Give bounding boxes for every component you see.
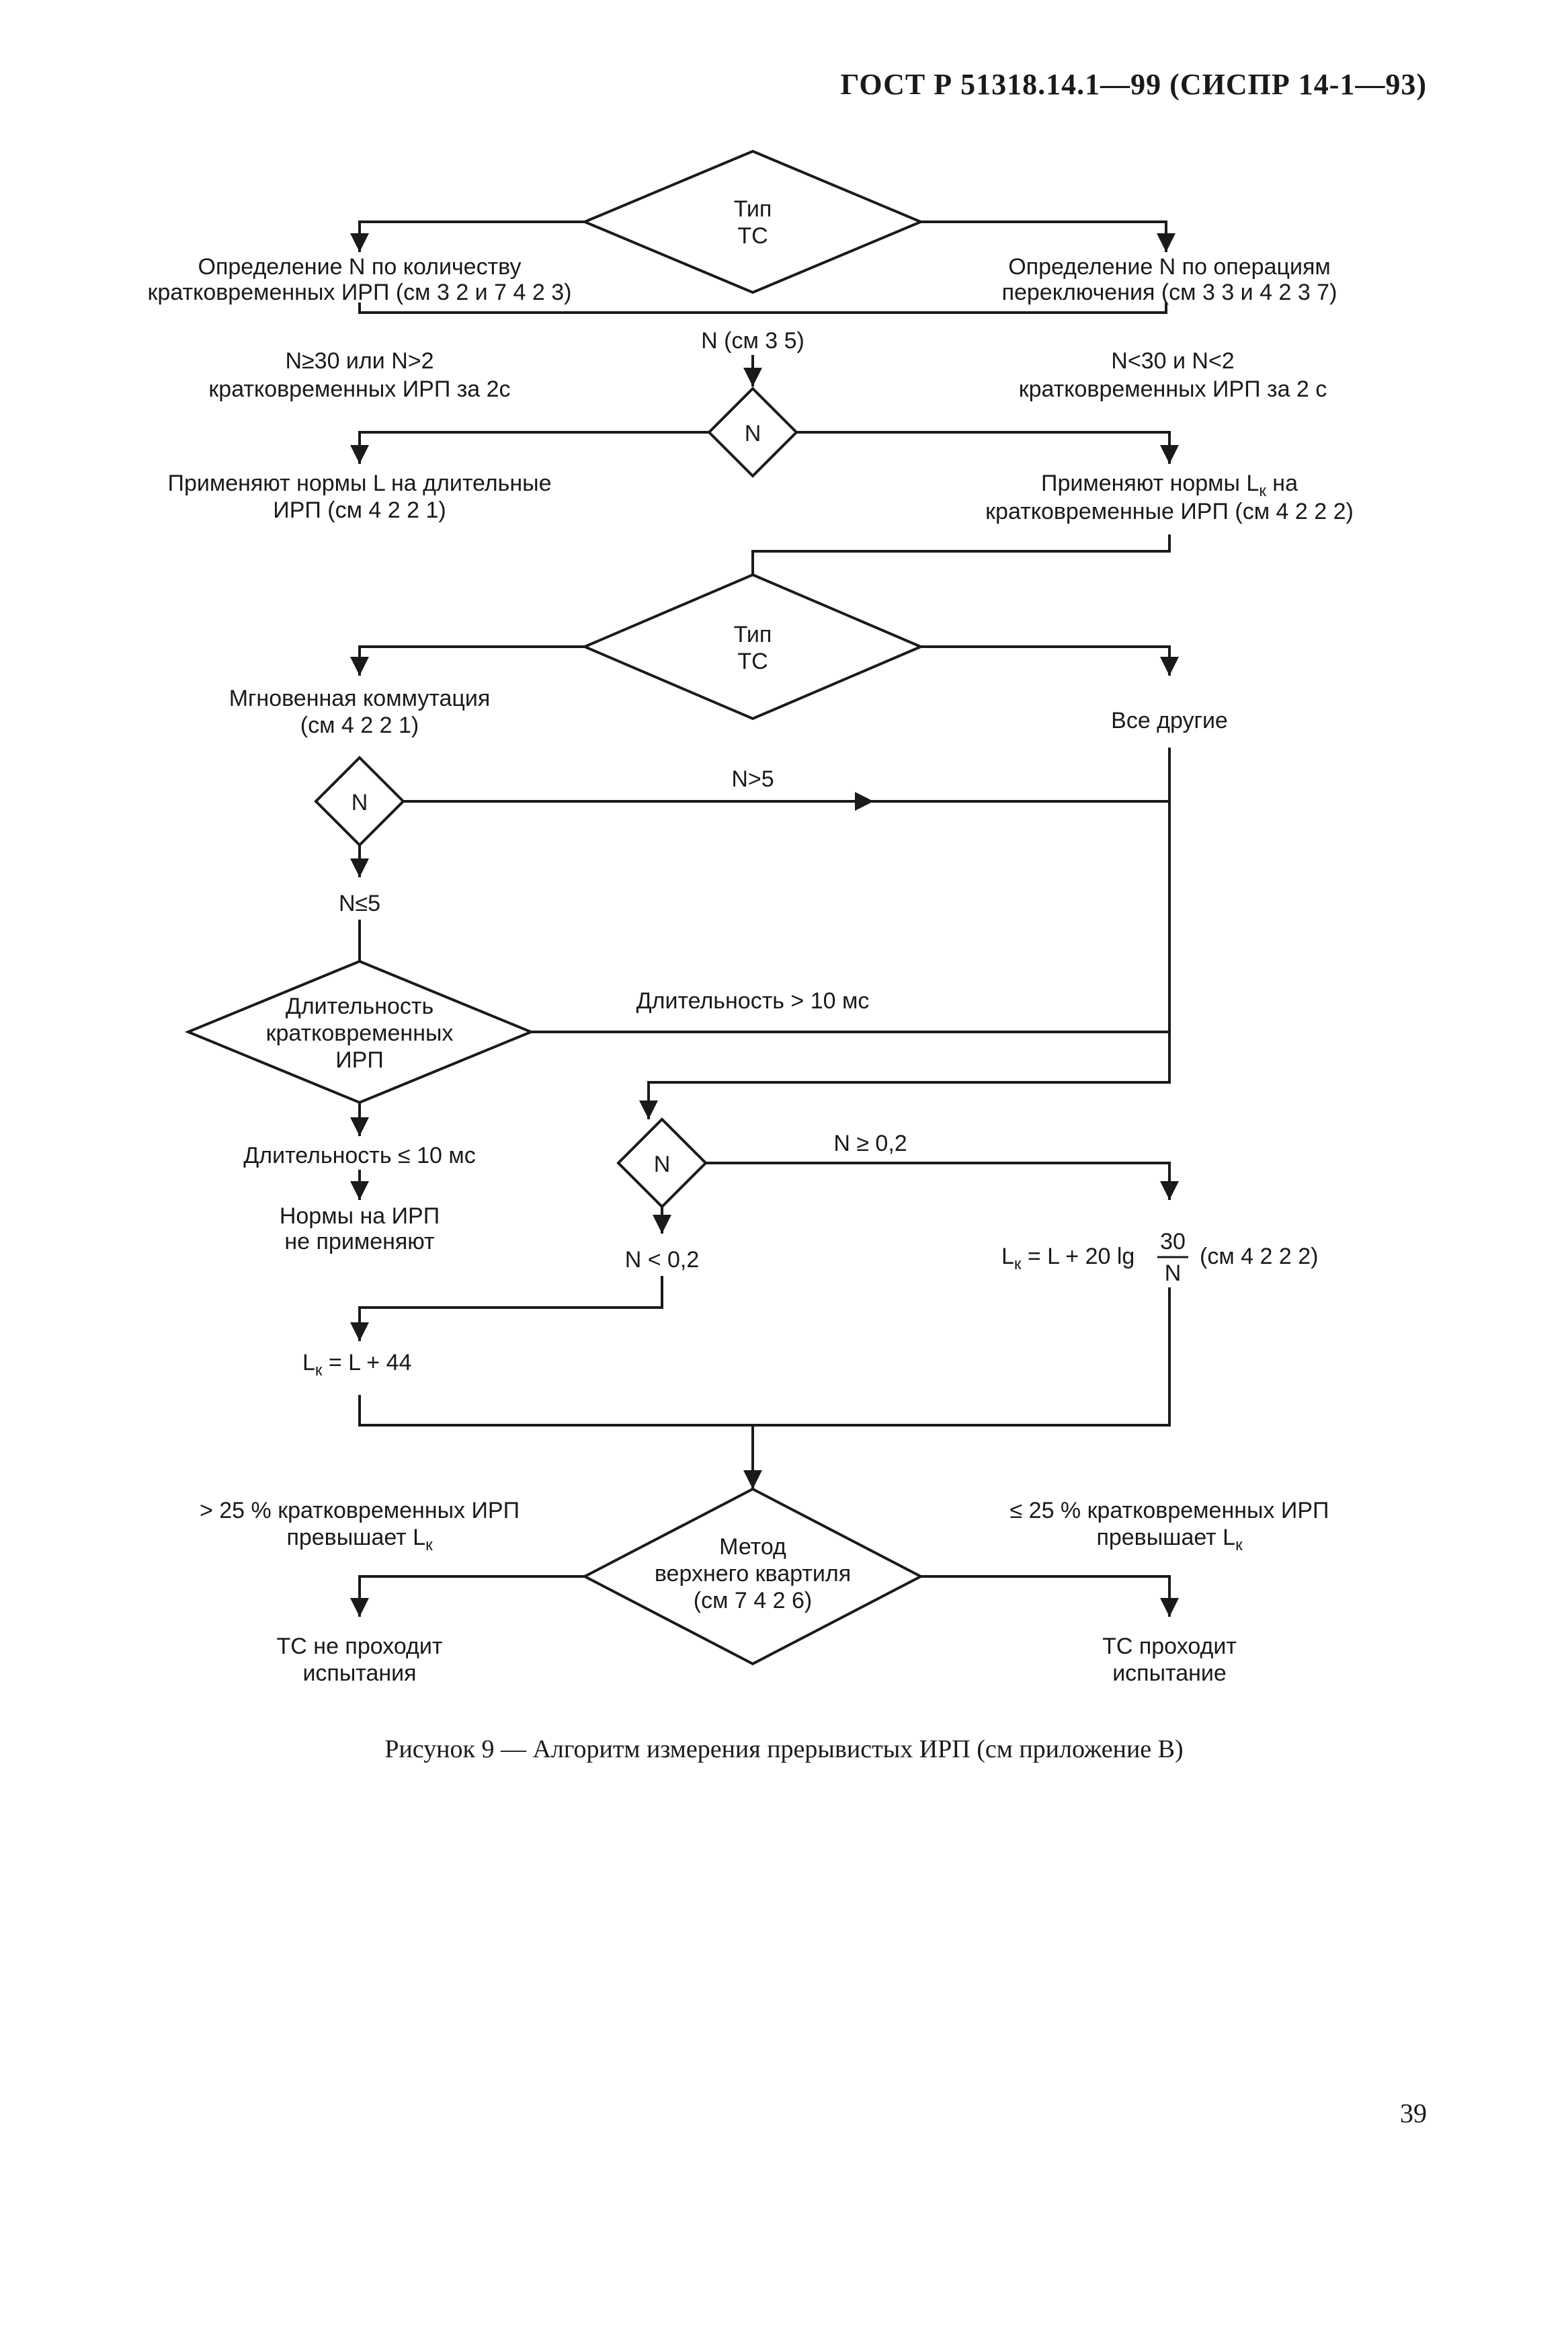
decision-label: ИРП [335, 1047, 384, 1073]
decision-label: Тип [734, 622, 772, 647]
decision-device-type-1 [581, 149, 925, 294]
all-other: Все другие [1111, 708, 1228, 733]
exceed-right: ≤ 25 % кратковременных ИРП [1010, 1498, 1329, 1523]
connector [921, 1575, 1179, 1617]
n-count-left: Определение N по количеству [198, 254, 522, 280]
n-le-5: N≤5 [339, 891, 380, 916]
result-pass: ТС проходит [1102, 1634, 1237, 1659]
instant-switching: (см 4 2 2 1) [300, 713, 419, 738]
connector [796, 431, 1179, 464]
cond-right: кратковременных ИРП за 2 с [1019, 376, 1327, 402]
apply-short-norms: Применяют нормы Lк на [1041, 471, 1298, 500]
decision-n-1 [707, 387, 798, 478]
connector [350, 1276, 663, 1341]
apply-long-norms: Применяют нормы L на длительные [168, 471, 552, 496]
connector [751, 534, 1171, 575]
duration-gt-10: Длительность > 10 мс [636, 988, 870, 1014]
connector [358, 1287, 1171, 1427]
n-ref: N (см 3 5) [701, 328, 804, 354]
decision-upper-quartile [581, 1487, 924, 1666]
connector [350, 431, 709, 464]
no-norms: Нормы на ИРП [280, 1203, 440, 1229]
decision-label: верхнего квартиля [655, 1561, 851, 1587]
connector [350, 645, 585, 676]
decision-label: ТС [737, 223, 768, 249]
connector [639, 748, 1171, 1119]
exceed-right: превышает Lк [1096, 1525, 1243, 1554]
decision-device-type-2 [581, 573, 925, 721]
duration-le-10: Длительность ≤ 10 мс [243, 1143, 476, 1168]
connector [350, 1575, 585, 1617]
n-count-left: кратковременных ИРП (см 3 2 и 7 4 2 3) [148, 280, 572, 305]
exceed-left: > 25 % кратковременных ИРП [200, 1498, 520, 1523]
cond-left: N≥30 или N>2 [285, 348, 434, 374]
n-switch-right: переключения (см 3 3 и 4 2 3 7) [1002, 280, 1337, 305]
apply-short-norms: кратковременные ИРП (см 4 2 2 2) [985, 499, 1354, 524]
formula-lk-log: Lк = L + 20 lg [1001, 1244, 1134, 1273]
formula-denominator: N [1165, 1260, 1182, 1286]
n-switch-right: Определение N по операциям [1008, 254, 1331, 280]
page-header: ГОСТ Р 51318.14.1—99 (СИСПР 14-1—93) [840, 68, 1427, 101]
connector [358, 303, 1167, 314]
result-fail: ТС не проходит [277, 1634, 443, 1659]
decision-label: Длительность [286, 994, 434, 1019]
result-pass: испытание [1112, 1660, 1227, 1686]
formula-numerator: 30 [1160, 1229, 1186, 1254]
cond-left: кратковременных ИРП за 2с [208, 376, 510, 402]
apply-long-norms: ИРП (см 4 2 2 1) [273, 497, 446, 523]
formula-ref: (см 4 2 2 2) [1200, 1244, 1318, 1269]
instant-switching: Мгновенная коммутация [229, 686, 491, 711]
page-number: 39 [1400, 2098, 1427, 2128]
decision-label: Тип [734, 196, 772, 222]
connector [706, 1162, 1179, 1200]
decision-label: (см 7 4 2 6) [694, 1588, 812, 1613]
decision-label: N [745, 421, 761, 446]
figure-caption: Рисунок 9 — Алгоритм измерения прерывист… [384, 1735, 1184, 1763]
connector [350, 220, 585, 252]
formula-lk-44: Lк = L + 44 [302, 1350, 411, 1379]
decision-label: N [352, 790, 368, 815]
exceed-left: превышает Lк [286, 1525, 433, 1554]
connector [921, 645, 1179, 676]
cond-right: N<30 и N<2 [1111, 348, 1234, 374]
n-ge-0-2: N ≥ 0,2 [833, 1131, 907, 1156]
result-fail: испытания [302, 1660, 416, 1686]
no-norms: не применяют [284, 1229, 434, 1254]
decision-label: Метод [719, 1534, 786, 1560]
decision-label: N [654, 1152, 671, 1177]
decision-label: ТС [737, 649, 768, 674]
decision-label: кратковременных [266, 1020, 454, 1046]
n-gt-5: N>5 [731, 766, 774, 792]
n-lt-0-2: N < 0,2 [625, 1247, 700, 1273]
connector [921, 220, 1175, 252]
